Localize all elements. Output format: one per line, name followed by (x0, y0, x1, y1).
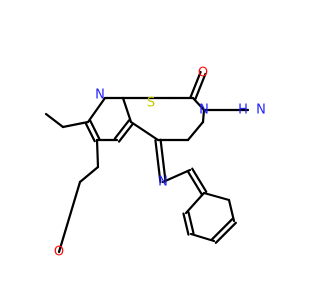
double-bond (186, 170, 203, 196)
atom-ring-nitrogen-1: N (158, 175, 168, 190)
single-bond (202, 191, 231, 202)
single-bond (201, 108, 206, 124)
atom-amino-hydrogen: H (238, 103, 248, 118)
double-bond (194, 72, 207, 101)
double-bond (89, 119, 101, 140)
atom-oxo-oxygen: O (198, 66, 208, 81)
double-bond (117, 122, 135, 143)
molecule-structure: O N H N N S N O (44, 66, 266, 260)
single-bond (121, 96, 133, 124)
single-bond (95, 138, 100, 169)
double-bond (187, 211, 195, 235)
single-bond (61, 120, 90, 129)
atom-label-layer: O N H N N S N O (54, 66, 266, 260)
single-bond (44, 112, 65, 129)
single-bond (184, 191, 206, 215)
atom-pyridine-nitrogen: N (95, 88, 105, 103)
single-bond (78, 165, 100, 184)
single-bond (186, 120, 205, 142)
atom-methoxy-oxygen: O (54, 245, 64, 260)
atom-thiophene-sulfur: S (147, 96, 155, 111)
double-bond (214, 221, 237, 244)
double-bond (154, 139, 162, 184)
single-bond (161, 168, 192, 184)
double-bond (113, 119, 131, 140)
single-bond (57, 180, 82, 254)
double-bond (182, 212, 190, 236)
double-bond (159, 138, 167, 183)
single-bond (227, 198, 236, 223)
atom-amino-nitrogen: N (256, 103, 266, 118)
atom-ring-nitrogen-3: N (199, 103, 209, 118)
bond-layer (44, 70, 250, 254)
double-bond (84, 122, 96, 143)
double-bond (189, 70, 202, 99)
double-bond (211, 218, 234, 241)
single-bond (129, 120, 160, 142)
single-bond (86, 96, 107, 124)
single-bond (191, 96, 206, 112)
double-bond (191, 167, 208, 193)
molecule-canvas: O N H N N S N O (44, 66, 266, 260)
single-bond (189, 232, 216, 243)
